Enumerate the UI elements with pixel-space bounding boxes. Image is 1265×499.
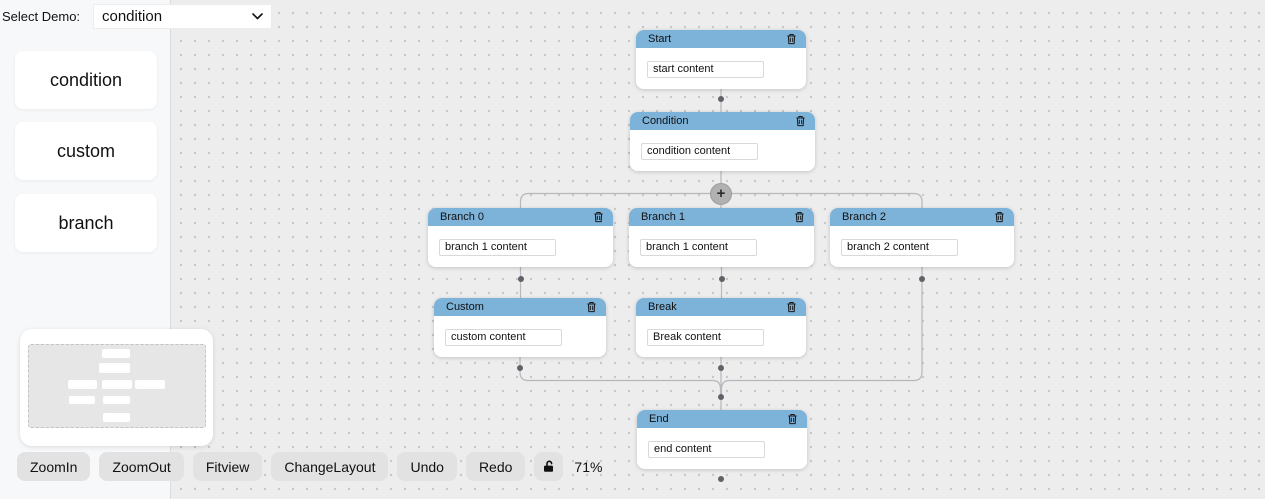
node-title: Condition (642, 115, 689, 127)
node-body (428, 226, 613, 267)
node-body (637, 428, 807, 469)
connection-handle[interactable] (919, 276, 925, 282)
change-layout-button[interactable]: ChangeLayout (271, 452, 389, 481)
node-header[interactable]: Branch 1 (629, 208, 814, 226)
connection-handle[interactable] (718, 365, 724, 371)
flow-node-branch-2[interactable]: Branch 2 (830, 208, 1014, 267)
minimap-node (102, 380, 132, 389)
delete-node-button[interactable] (785, 32, 798, 46)
flow-node-end[interactable]: End (637, 410, 807, 469)
controls-toolbar: ZoomIn ZoomOut Fitview ChangeLayout Undo… (17, 452, 602, 481)
node-content-input[interactable] (445, 328, 562, 346)
node-header[interactable]: Branch 0 (428, 208, 613, 226)
trash-icon (594, 212, 603, 223)
redo-button[interactable]: Redo (465, 452, 526, 481)
sidebar-item-condition[interactable]: condition (15, 51, 157, 109)
delete-node-button[interactable] (585, 300, 598, 314)
flow-node-branch-0[interactable]: Branch 0 (428, 208, 613, 267)
node-header[interactable]: Break (636, 298, 806, 316)
node-body (630, 130, 815, 171)
add-branch-button[interactable]: + (710, 182, 732, 205)
node-header[interactable]: Condition (630, 112, 815, 130)
trash-icon (787, 302, 796, 313)
node-content-input[interactable] (641, 142, 758, 160)
node-body (636, 316, 806, 357)
trash-icon (995, 212, 1004, 223)
delete-node-button[interactable] (785, 300, 798, 314)
flow-node-custom[interactable]: Custom (434, 298, 606, 357)
trash-icon (788, 414, 797, 425)
node-body (830, 226, 1014, 267)
node-content-input[interactable] (647, 328, 764, 346)
trash-icon (587, 302, 596, 313)
node-body (636, 48, 806, 89)
node-content-input[interactable] (640, 238, 757, 256)
connection-handle[interactable] (718, 394, 724, 400)
select-demo-label: Select Demo: (2, 9, 81, 24)
node-header[interactable]: Start (636, 30, 806, 48)
node-content-input[interactable] (648, 440, 765, 458)
minimap-node (103, 396, 130, 404)
flow-node-start[interactable]: Start (636, 30, 806, 89)
node-header[interactable]: Branch 2 (830, 208, 1014, 226)
delete-node-button[interactable] (793, 210, 806, 224)
minimap-node (135, 380, 165, 389)
connection-handle[interactable] (517, 365, 523, 371)
unlock-icon (544, 460, 554, 472)
lock-toggle-button[interactable] (534, 452, 564, 481)
node-title: Branch 0 (440, 211, 485, 223)
node-title: End (649, 413, 669, 425)
node-body (434, 316, 606, 357)
connection-handle[interactable] (718, 96, 724, 102)
node-header[interactable]: Custom (434, 298, 606, 316)
node-content-input[interactable] (647, 60, 764, 78)
node-content-input[interactable] (841, 238, 958, 256)
node-title: Branch 1 (641, 211, 686, 223)
minimap-node (102, 349, 130, 358)
connection-handle[interactable] (718, 476, 724, 482)
minimap[interactable] (20, 329, 213, 446)
flow-node-break[interactable]: Break (636, 298, 806, 357)
fitview-button[interactable]: Fitview (192, 452, 263, 481)
trash-icon (796, 116, 805, 127)
minimap-node (99, 363, 130, 373)
trash-icon (795, 212, 804, 223)
sidebar-item-branch[interactable]: branch (15, 194, 157, 252)
undo-button[interactable]: Undo (397, 452, 457, 481)
node-header[interactable]: End (637, 410, 807, 428)
connection-handle[interactable] (718, 276, 725, 282)
node-body (629, 226, 814, 267)
minimap-node (69, 396, 95, 404)
flow-node-branch-1[interactable]: Branch 1 (629, 208, 814, 267)
delete-node-button[interactable] (993, 210, 1006, 224)
trash-icon (787, 34, 796, 45)
node-title: Custom (446, 301, 484, 313)
sidebar-item-custom[interactable]: custom (15, 122, 157, 180)
node-title: Start (648, 33, 672, 45)
node-title: Break (648, 301, 677, 313)
minimap-viewport[interactable] (28, 344, 206, 428)
delete-node-button[interactable] (592, 210, 605, 224)
delete-node-button[interactable] (794, 114, 807, 128)
minimap-node (68, 380, 97, 389)
demo-select[interactable]: condition (93, 4, 272, 29)
minimap-node (103, 413, 130, 422)
zoom-out-button[interactable]: ZoomOut (99, 452, 184, 481)
delete-node-button[interactable] (786, 412, 799, 426)
zoom-level-indicator: 71% (574, 458, 603, 475)
node-content-input[interactable] (439, 238, 556, 256)
node-title: Branch 2 (842, 211, 887, 223)
flow-node-condition[interactable]: Condition (630, 112, 815, 171)
connection-handle[interactable] (517, 276, 524, 282)
zoom-in-button[interactable]: ZoomIn (17, 452, 91, 481)
